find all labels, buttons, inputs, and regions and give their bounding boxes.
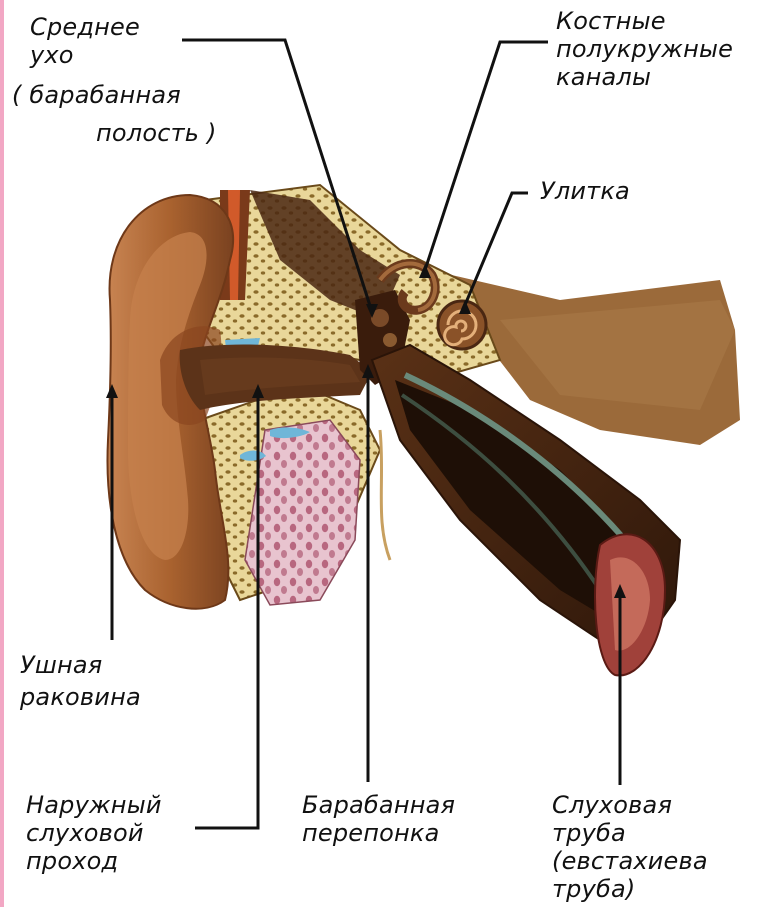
label-eustachian-line4: труба): [552, 876, 636, 902]
label-semicircular-line1: Костные: [556, 8, 666, 34]
label-auricle-line1: Ушная: [20, 652, 102, 678]
label-ear-canal-line2: слуховой: [26, 820, 144, 846]
parotid-tissue: [245, 420, 360, 605]
label-ear-canal-line1: Наружный: [26, 792, 162, 818]
label-middle-ear-line4: полость ): [96, 120, 217, 146]
label-middle-ear-line2: ухо: [30, 42, 74, 68]
label-middle-ear-line1: Среднее: [30, 14, 140, 40]
label-eustachian-line3: (евстахиева: [552, 848, 708, 874]
label-eardrum-line2: перепонка: [302, 820, 440, 846]
label-auricle-line2: раковина: [20, 684, 141, 710]
label-eardrum-line1: Барабанная: [302, 792, 455, 818]
label-semicircular-line2: полукружные: [556, 36, 733, 62]
label-cochlea: Улитка: [540, 178, 630, 204]
label-semicircular-line3: каналы: [556, 64, 651, 90]
label-ear-canal-line3: проход: [26, 848, 118, 874]
label-eustachian-line1: Слуховая: [552, 792, 672, 818]
label-eustachian-line2: труба: [552, 820, 626, 846]
leader-semicircular: [425, 42, 548, 270]
label-middle-ear-line3: ( барабанная: [12, 82, 181, 108]
